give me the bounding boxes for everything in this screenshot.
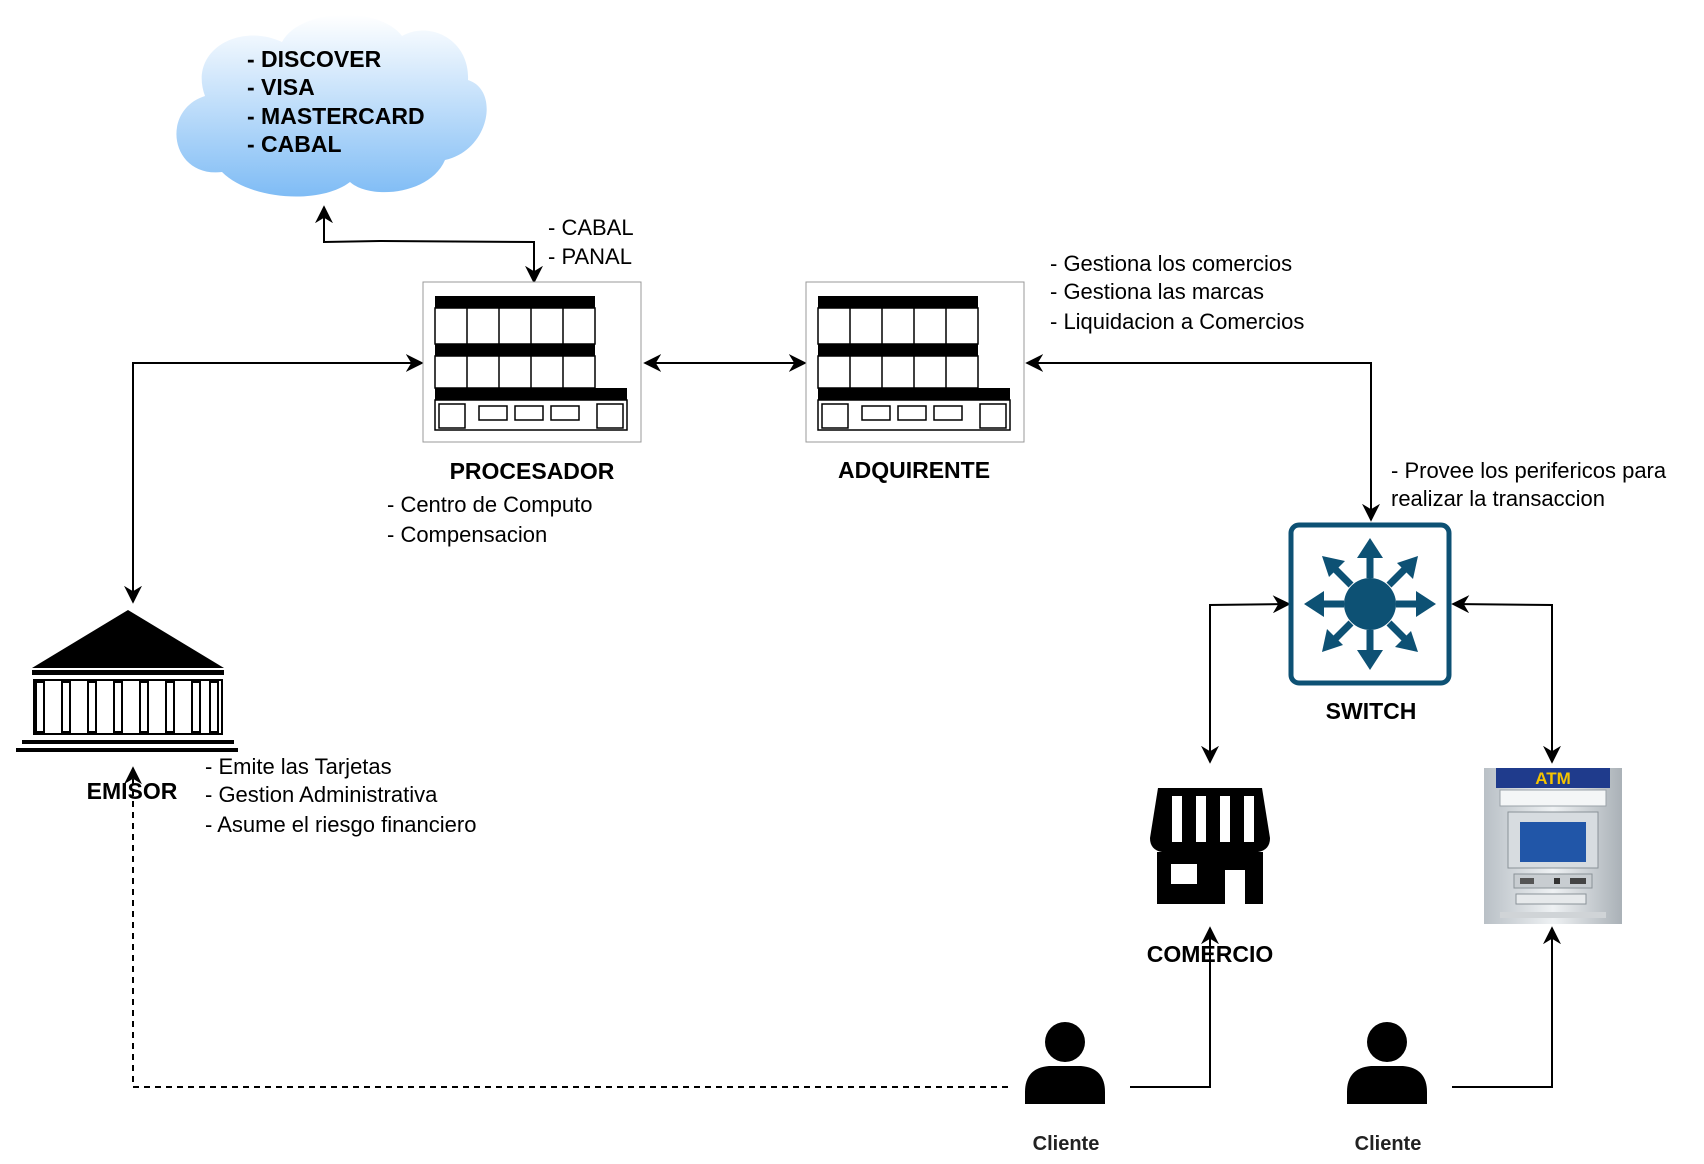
switch-note-2: realizar la transaccion bbox=[1391, 486, 1605, 511]
procesador-node: - CABAL - PANAL PROCESADOR - Centro de C… bbox=[387, 215, 642, 547]
cliente-label-1: Cliente bbox=[1033, 1133, 1100, 1155]
person-icon bbox=[1025, 1022, 1105, 1104]
cloud-line-1: - DISCOVER bbox=[247, 46, 382, 72]
edge-procesador-cloud bbox=[315, 205, 543, 284]
adquirente-note-1: - Gestiona los comercios bbox=[1050, 251, 1292, 276]
emisor-note-3: - Asume el riesgo financiero bbox=[205, 812, 476, 837]
procesador-note-1: - Centro de Computo bbox=[387, 492, 592, 517]
card-networks-cloud: - DISCOVER - VISA - MASTERCARD - CABAL bbox=[176, 14, 487, 197]
atm-icon: ATM bbox=[1484, 768, 1622, 924]
procesador-building-icon bbox=[422, 281, 642, 443]
adquirente-node: ADQUIRENTE - Gestiona los comercios - Ge… bbox=[805, 251, 1304, 483]
atm-node: ATM bbox=[1484, 768, 1622, 924]
switch-note-1: - Provee los perifericos para bbox=[1391, 458, 1667, 483]
adquirente-building-icon bbox=[805, 281, 1025, 443]
procesador-top-note-2: - PANAL bbox=[548, 244, 632, 269]
cloud-shape bbox=[176, 14, 487, 197]
store-icon bbox=[1150, 788, 1270, 904]
edge-cliente-emisor-dashed bbox=[124, 766, 1008, 1088]
procesador-note-2: - Compensacion bbox=[387, 522, 547, 547]
emisor-title: EMISOR bbox=[87, 778, 178, 804]
switch-title: SWITCH bbox=[1326, 698, 1417, 724]
bank-icon bbox=[16, 610, 238, 752]
adquirente-note-2: - Gestiona las marcas bbox=[1050, 279, 1264, 304]
edge-switch-comercio bbox=[1201, 595, 1291, 764]
edge-emisor-procesador bbox=[124, 354, 424, 604]
cliente-label-2: Cliente bbox=[1355, 1133, 1422, 1155]
edge-cliente-atm bbox=[1452, 926, 1561, 1088]
person-icon bbox=[1347, 1022, 1427, 1104]
comercio-node: COMERCIO bbox=[1147, 788, 1274, 967]
adquirente-note-3: - Liquidacion a Comercios bbox=[1050, 309, 1304, 334]
cloud-line-3: - MASTERCARD bbox=[247, 103, 425, 129]
edge-adquirente-switch bbox=[1025, 354, 1380, 522]
cliente-atm: Cliente bbox=[1347, 1022, 1427, 1155]
cliente-comercio: Cliente bbox=[1025, 1022, 1105, 1155]
atm-label: ATM bbox=[1535, 769, 1571, 788]
edge-switch-atm bbox=[1451, 595, 1561, 764]
emisor-note-2: - Gestion Administrativa bbox=[205, 782, 438, 807]
emisor-node: EMISOR - Emite las Tarjetas - Gestion Ad… bbox=[16, 610, 476, 837]
connectors bbox=[124, 205, 1561, 1088]
cloud-line-2: - VISA bbox=[247, 74, 315, 100]
emisor-note-1: - Emite las Tarjetas bbox=[205, 754, 392, 779]
cloud-line-4: - CABAL bbox=[247, 131, 342, 157]
adquirente-title: ADQUIRENTE bbox=[838, 457, 990, 483]
procesador-title: PROCESADOR bbox=[450, 458, 615, 484]
procesador-top-note-1: - CABAL bbox=[548, 215, 634, 240]
comercio-title: COMERCIO bbox=[1147, 941, 1274, 967]
switch-icon bbox=[1288, 522, 1452, 686]
switch-node: - Provee los perifericos para realizar l… bbox=[1288, 458, 1667, 724]
edge-cliente-comercio bbox=[1130, 926, 1219, 1088]
